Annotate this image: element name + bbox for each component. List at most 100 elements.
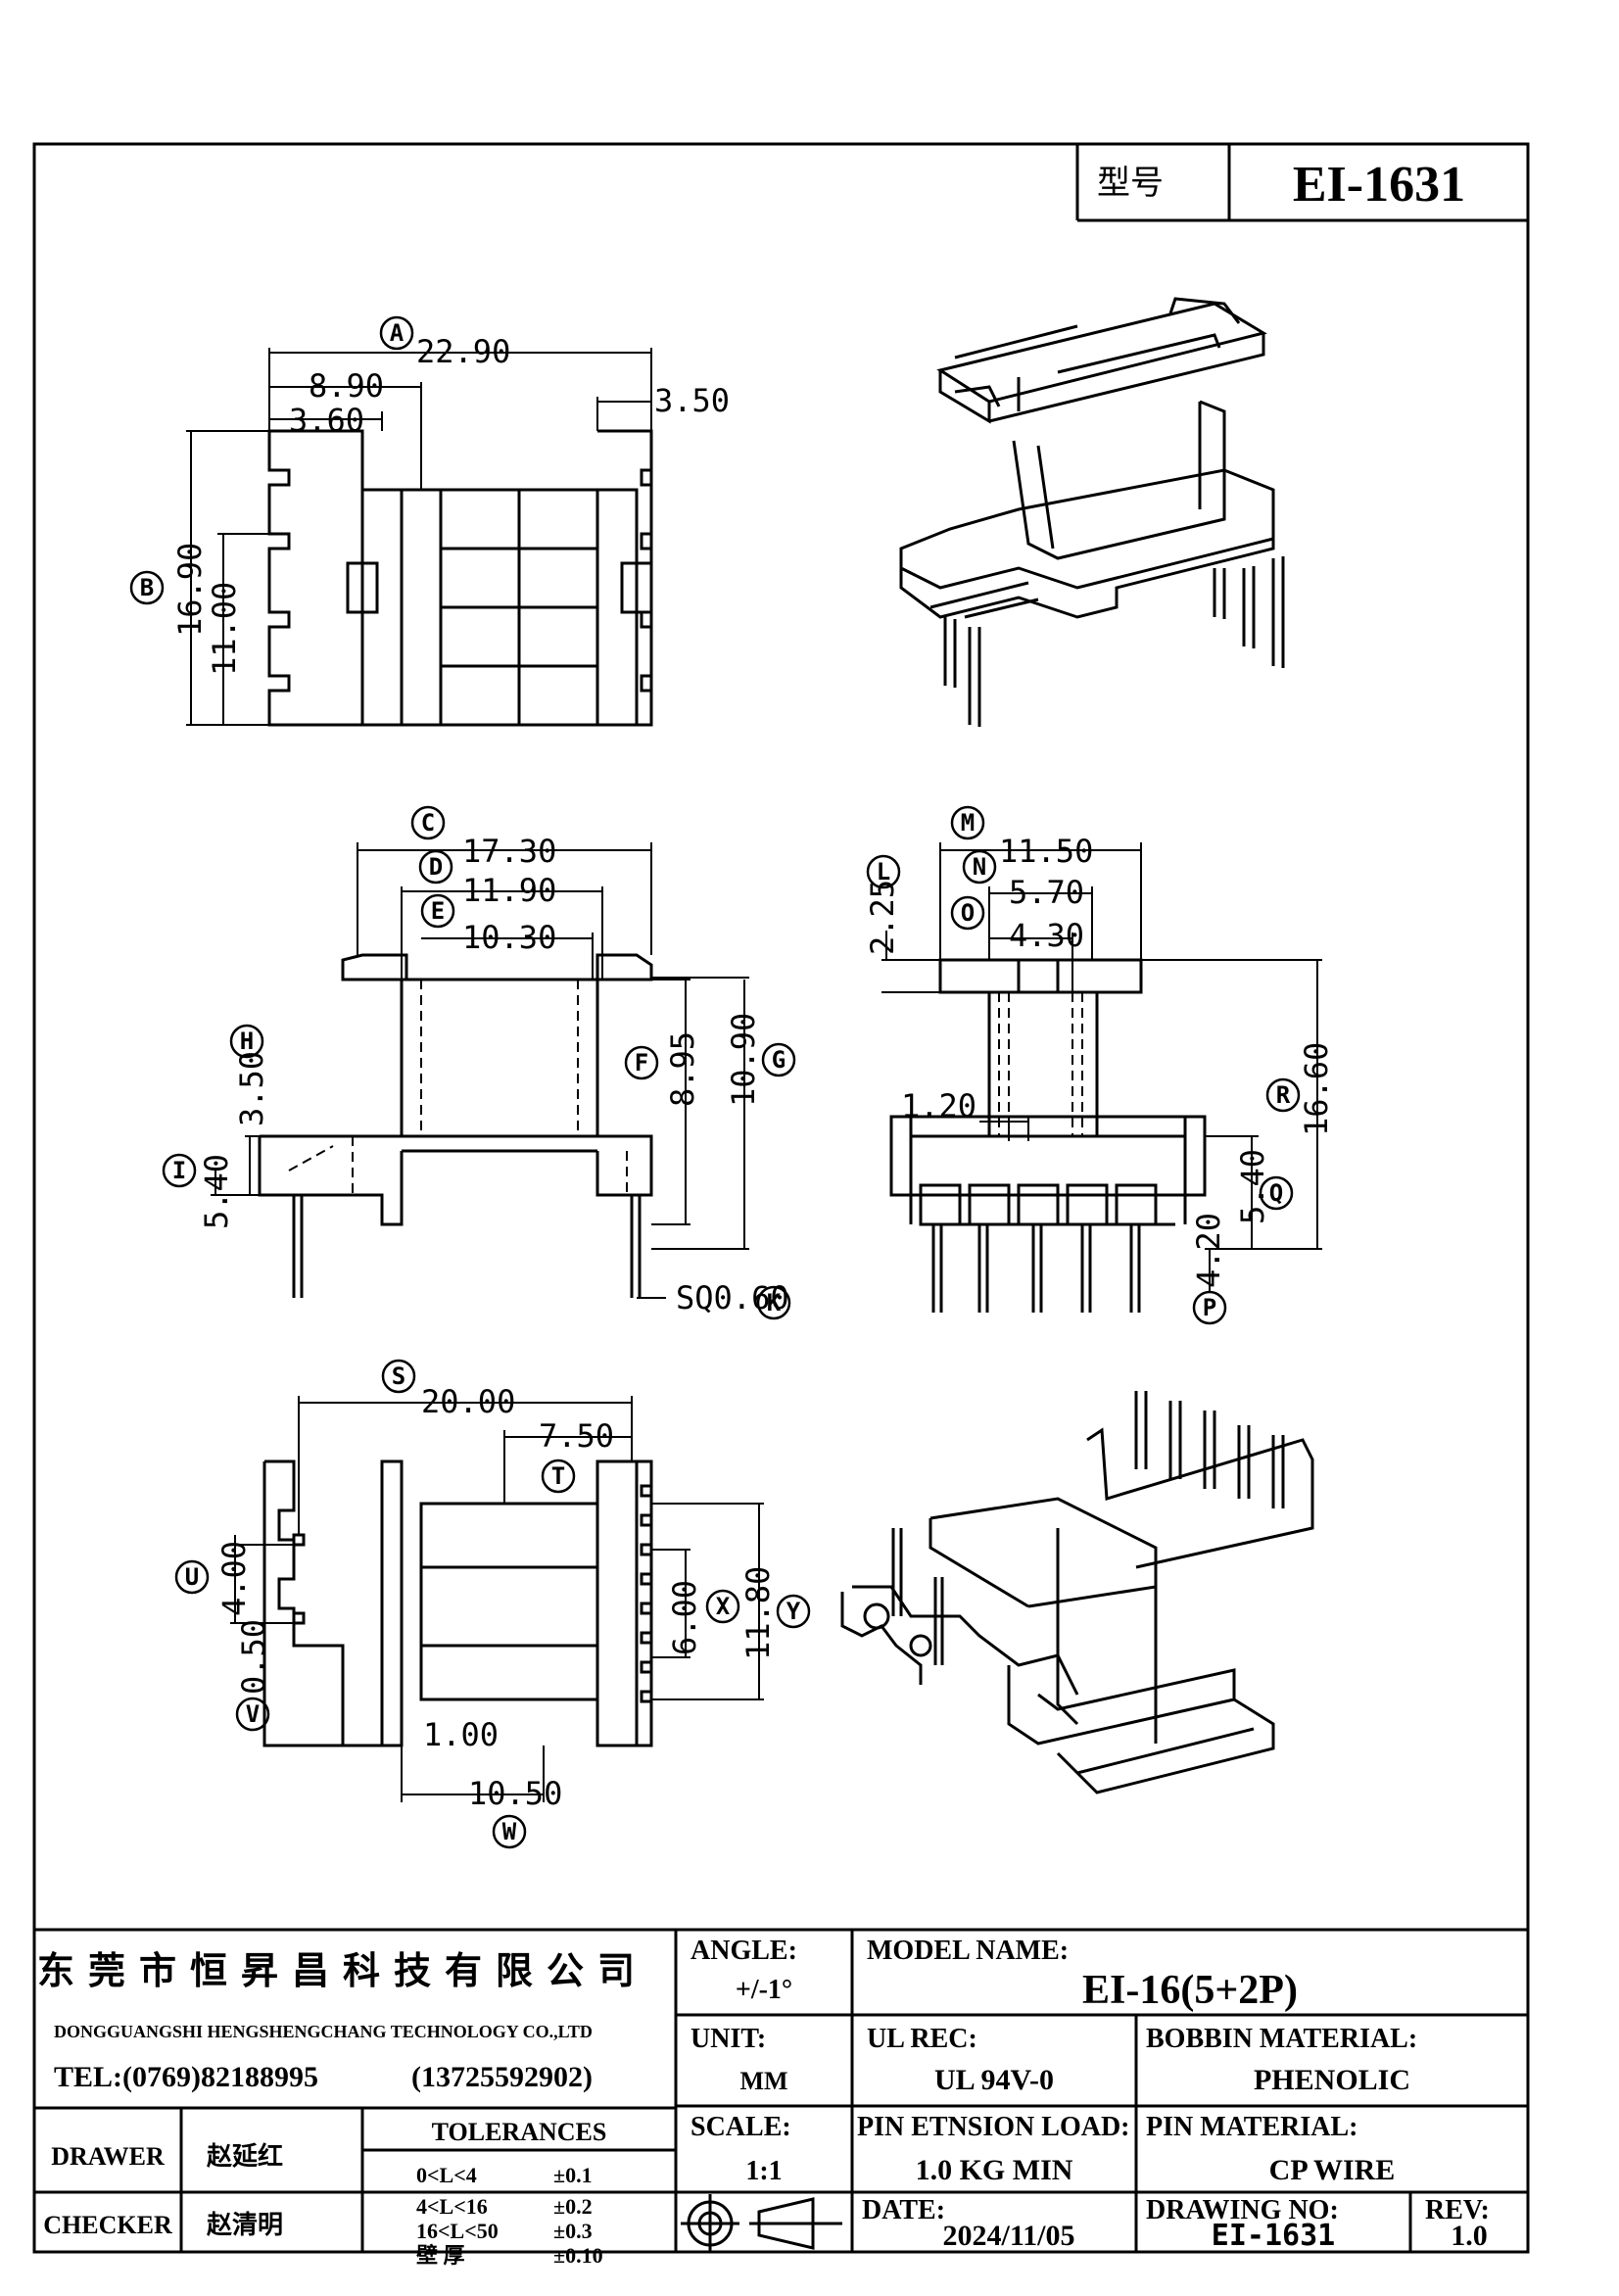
callout-letter-h: H bbox=[240, 1028, 254, 1055]
border-frame bbox=[32, 142, 1530, 2254]
drawer-label: DRAWER bbox=[51, 2142, 165, 2171]
tolerance-value: ±0.10 bbox=[553, 2243, 603, 2268]
dim-y: 11.80 bbox=[739, 1566, 777, 1660]
dim-pin-width: 1.20 bbox=[901, 1087, 976, 1124]
dim-k: SQ0.60 bbox=[676, 1279, 789, 1316]
tolerance-value: ±0.2 bbox=[553, 2194, 593, 2219]
company-en: DONGGUANGSHI HENGSHENGCHANG TECHNOLOGY C… bbox=[54, 2022, 593, 2041]
tolerances-label: TOLERANCES bbox=[432, 2118, 607, 2146]
callout-letter-f: F bbox=[635, 1049, 648, 1076]
callout-letter-t: T bbox=[551, 1462, 565, 1490]
callout-letter-y: Y bbox=[786, 1598, 801, 1625]
callout-circle-t bbox=[541, 1459, 576, 1494]
callout-letter-u: U bbox=[185, 1563, 199, 1591]
dim-e: 10.30 bbox=[462, 919, 556, 956]
side-view-dimensions bbox=[881, 842, 1322, 1293]
callout-letter-n: N bbox=[973, 853, 986, 881]
angle-value: +/-1° bbox=[736, 1975, 792, 2005]
front-view bbox=[258, 953, 653, 1298]
callout-circle-g bbox=[761, 1042, 796, 1077]
top-view-dim-labels: 22.90 8.90 3.60 3.50 16.90 11.00 bbox=[171, 333, 730, 676]
model-box-label: 型号 bbox=[1097, 164, 1164, 203]
drawing-no-label: DRAWING NO: bbox=[1146, 2195, 1339, 2225]
bottom-view-dim-labels: 20.00 7.50 4.00 0.50 6.00 11.80 1.00 10.… bbox=[215, 1383, 777, 1812]
callout-circle-x bbox=[705, 1589, 740, 1624]
dim-q: 5.40 bbox=[1234, 1149, 1271, 1224]
model-name-value: EI-16(5+2P) bbox=[1082, 1968, 1298, 2013]
dim-w1: 8.90 bbox=[309, 367, 384, 405]
drawing-no-value: EI-1631 bbox=[1212, 2219, 1335, 2253]
rev-label: REV: bbox=[1425, 2195, 1490, 2225]
dim-n: 5.70 bbox=[1009, 874, 1084, 911]
dim-r: 16.60 bbox=[1298, 1042, 1335, 1136]
callout-letter-m: M bbox=[961, 809, 975, 837]
callout-circle-i bbox=[162, 1153, 197, 1188]
dim-v: 0.50 bbox=[235, 1619, 272, 1695]
dim-o: 4.30 bbox=[1009, 917, 1084, 954]
dim-w2: 3.60 bbox=[289, 402, 364, 439]
title-block bbox=[34, 1928, 1528, 2252]
angle-label: ANGLE: bbox=[690, 1936, 797, 1966]
unit-label: UNIT: bbox=[690, 2024, 766, 2054]
top-view-dimensions bbox=[186, 348, 652, 726]
bottom-view-dimensions bbox=[230, 1396, 764, 1802]
callout-letter-c: C bbox=[421, 809, 435, 837]
dim-i: 5.40 bbox=[198, 1154, 235, 1229]
dim-x: 6.00 bbox=[666, 1580, 703, 1655]
callout-circle-a bbox=[379, 315, 414, 351]
model-name-label: MODEL NAME: bbox=[867, 1936, 1069, 1966]
checker-value: 赵清明 bbox=[206, 2211, 283, 2240]
callout-circle-r bbox=[1265, 1077, 1301, 1113]
model-box-value: EI-1631 bbox=[1293, 157, 1465, 213]
callout-circle-p bbox=[1192, 1290, 1227, 1325]
pin-material-value: CP WIRE bbox=[1269, 2154, 1396, 2186]
callout-circle-m bbox=[950, 805, 985, 840]
callout-circle-v bbox=[235, 1697, 270, 1732]
dim-b: 16.90 bbox=[171, 543, 209, 637]
callout-circle-f bbox=[624, 1045, 659, 1080]
scale-value: 1:1 bbox=[745, 2156, 782, 2186]
dim-g: 10.90 bbox=[725, 1013, 762, 1107]
callout-letter-q: Q bbox=[1269, 1179, 1283, 1207]
callout-circle-u bbox=[174, 1559, 210, 1595]
callout-circle-c bbox=[410, 805, 446, 840]
rev-value: 1.0 bbox=[1451, 2220, 1488, 2252]
dim-m: 11.50 bbox=[999, 833, 1093, 870]
callout-letter-b: B bbox=[140, 574, 154, 601]
callout-letter-d: D bbox=[429, 853, 443, 881]
date-value: 2024/11/05 bbox=[942, 2220, 1074, 2252]
callout-letter-w: W bbox=[502, 1818, 517, 1845]
callout-letter-i: I bbox=[172, 1157, 186, 1184]
ul-label: UL REC: bbox=[867, 2024, 977, 2054]
unit-value: MM bbox=[739, 2067, 787, 2095]
isometric-view-top bbox=[899, 297, 1285, 727]
callout-circle-h bbox=[229, 1024, 264, 1059]
company-mobile: (13725592902) bbox=[411, 2061, 593, 2093]
callout-letter-v: V bbox=[246, 1700, 260, 1728]
callout-circle-s bbox=[381, 1359, 416, 1394]
callout-circle-b bbox=[129, 570, 165, 605]
side-view bbox=[889, 958, 1207, 1313]
callout-circle-q bbox=[1259, 1175, 1294, 1211]
ul-value: UL 94V-0 bbox=[934, 2064, 1054, 2096]
callout-letter-o: O bbox=[961, 899, 975, 927]
callout-circle-k bbox=[756, 1285, 791, 1320]
model-box: 型号 EI-1631 bbox=[1075, 144, 1528, 222]
pin-load-value: 1.0 KG MIN bbox=[916, 2154, 1073, 2186]
isometric-view-bottom bbox=[840, 1391, 1314, 1794]
callout-circle-y bbox=[776, 1594, 811, 1629]
bobbin-material-label: BOBBIN MATERIAL: bbox=[1146, 2024, 1417, 2054]
dim-w3: 3.50 bbox=[654, 382, 730, 419]
company-cn: 东莞市恒昇昌科技有限公司 bbox=[37, 1949, 648, 1992]
projection-symbol bbox=[681, 2194, 842, 2253]
dim-h2: 11.00 bbox=[206, 582, 243, 676]
bottom-view bbox=[262, 1459, 653, 1747]
scale-label: SCALE: bbox=[690, 2112, 791, 2142]
callout-letter-l: L bbox=[877, 858, 890, 885]
tolerance-range: 16<L<50 bbox=[416, 2219, 499, 2243]
dim-t: 7.50 bbox=[539, 1417, 614, 1455]
callout-circle-l bbox=[866, 854, 901, 889]
top-view bbox=[267, 429, 653, 727]
pin-load-label: PIN ETNSION LOAD: bbox=[857, 2112, 1129, 2142]
date-label: DATE: bbox=[862, 2195, 945, 2225]
